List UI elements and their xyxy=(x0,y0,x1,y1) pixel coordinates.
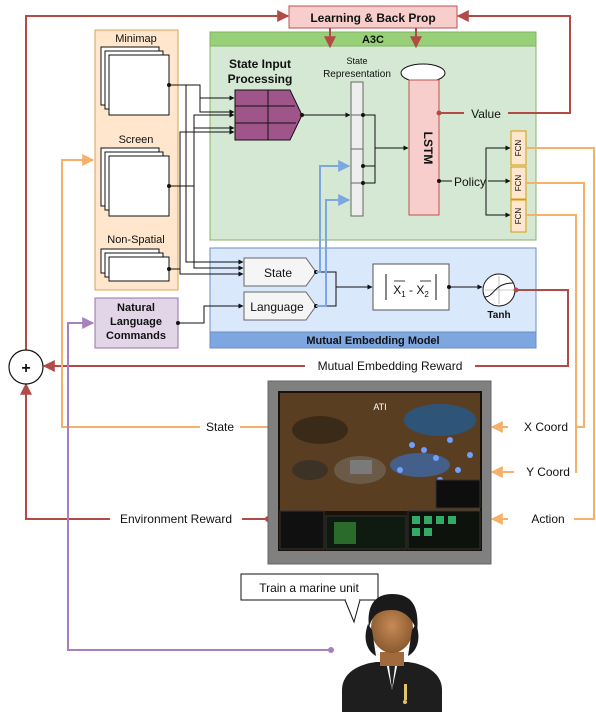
svg-text:Language: Language xyxy=(250,300,304,314)
fcn-x: FCN xyxy=(510,166,527,200)
non-spatial-label: Non-Spatial xyxy=(107,234,164,246)
speech-bubble: Train a marine unit xyxy=(240,573,379,624)
x-coord-label: X Coord xyxy=(524,420,568,434)
purple-connector xyxy=(67,317,331,651)
black-connectors: Policy xyxy=(169,84,511,324)
state-out-label: State xyxy=(206,420,234,434)
svg-text:State Input: State Input xyxy=(229,57,291,71)
svg-text:Learning & Back Prop: Learning & Back Prop xyxy=(310,11,435,25)
orange-connectors xyxy=(61,147,595,525)
red-connectors xyxy=(20,10,571,520)
action-label: Action xyxy=(531,512,564,526)
svg-text:Natural: Natural xyxy=(117,302,155,314)
svg-text:FCN: FCN xyxy=(514,208,523,225)
svg-text:LSTM: LSTM xyxy=(421,132,435,165)
sum-node: + xyxy=(8,349,44,385)
value-label: Value xyxy=(471,107,501,121)
y-coord-label: Y Coord xyxy=(526,465,570,479)
a3c-title: A3C xyxy=(362,34,384,46)
svg-text:X1 - X2: X1 - X2 xyxy=(393,283,429,299)
tanh-node: Tanh xyxy=(482,273,516,321)
mutual-reward-label: Mutual Embedding Reward xyxy=(318,359,463,373)
svg-text:FCN: FCN xyxy=(514,140,523,157)
fcn-value: FCN xyxy=(510,130,527,166)
policy-label: Policy xyxy=(454,175,486,189)
svg-text:State: State xyxy=(346,56,367,66)
game-ati-label: ATI xyxy=(373,402,386,412)
svg-text:+: + xyxy=(21,360,30,377)
lstm-box: LSTM xyxy=(400,63,446,216)
embedding-language-node: Language xyxy=(243,291,317,321)
svg-text:Tanh: Tanh xyxy=(487,310,510,321)
blue-connectors xyxy=(316,160,351,307)
person-icon xyxy=(342,594,442,712)
svg-text:Processing: Processing xyxy=(228,72,293,86)
svg-text:State: State xyxy=(264,266,292,280)
game-screenshot: ATI xyxy=(267,380,492,565)
env-reward-label: Environment Reward xyxy=(120,512,232,526)
svg-text:FCN: FCN xyxy=(514,175,523,192)
non-spatial-stack xyxy=(100,248,170,282)
mutual-embedding-title: Mutual Embedding Model xyxy=(306,335,439,347)
svg-text:Train a marine unit: Train a marine unit xyxy=(259,581,359,595)
state-input-processing: State Input Processing xyxy=(228,57,303,141)
state-representation: State Representation xyxy=(323,56,391,217)
distance-formula: X1 - X2 xyxy=(372,263,450,311)
minimap-label: Minimap xyxy=(115,33,157,45)
learning-backprop-box: Learning & Back Prop xyxy=(288,5,458,29)
svg-text:Language: Language xyxy=(110,316,162,328)
fcn-y: FCN xyxy=(510,199,527,233)
nl-commands-box: Natural Language Commands xyxy=(94,297,179,349)
screen-stack xyxy=(100,147,170,217)
svg-text:Representation: Representation xyxy=(323,69,391,80)
screen-label: Screen xyxy=(119,134,154,146)
embedding-state-node: State xyxy=(243,257,317,287)
minimap-stack xyxy=(100,46,170,116)
svg-text:Commands: Commands xyxy=(106,330,166,342)
